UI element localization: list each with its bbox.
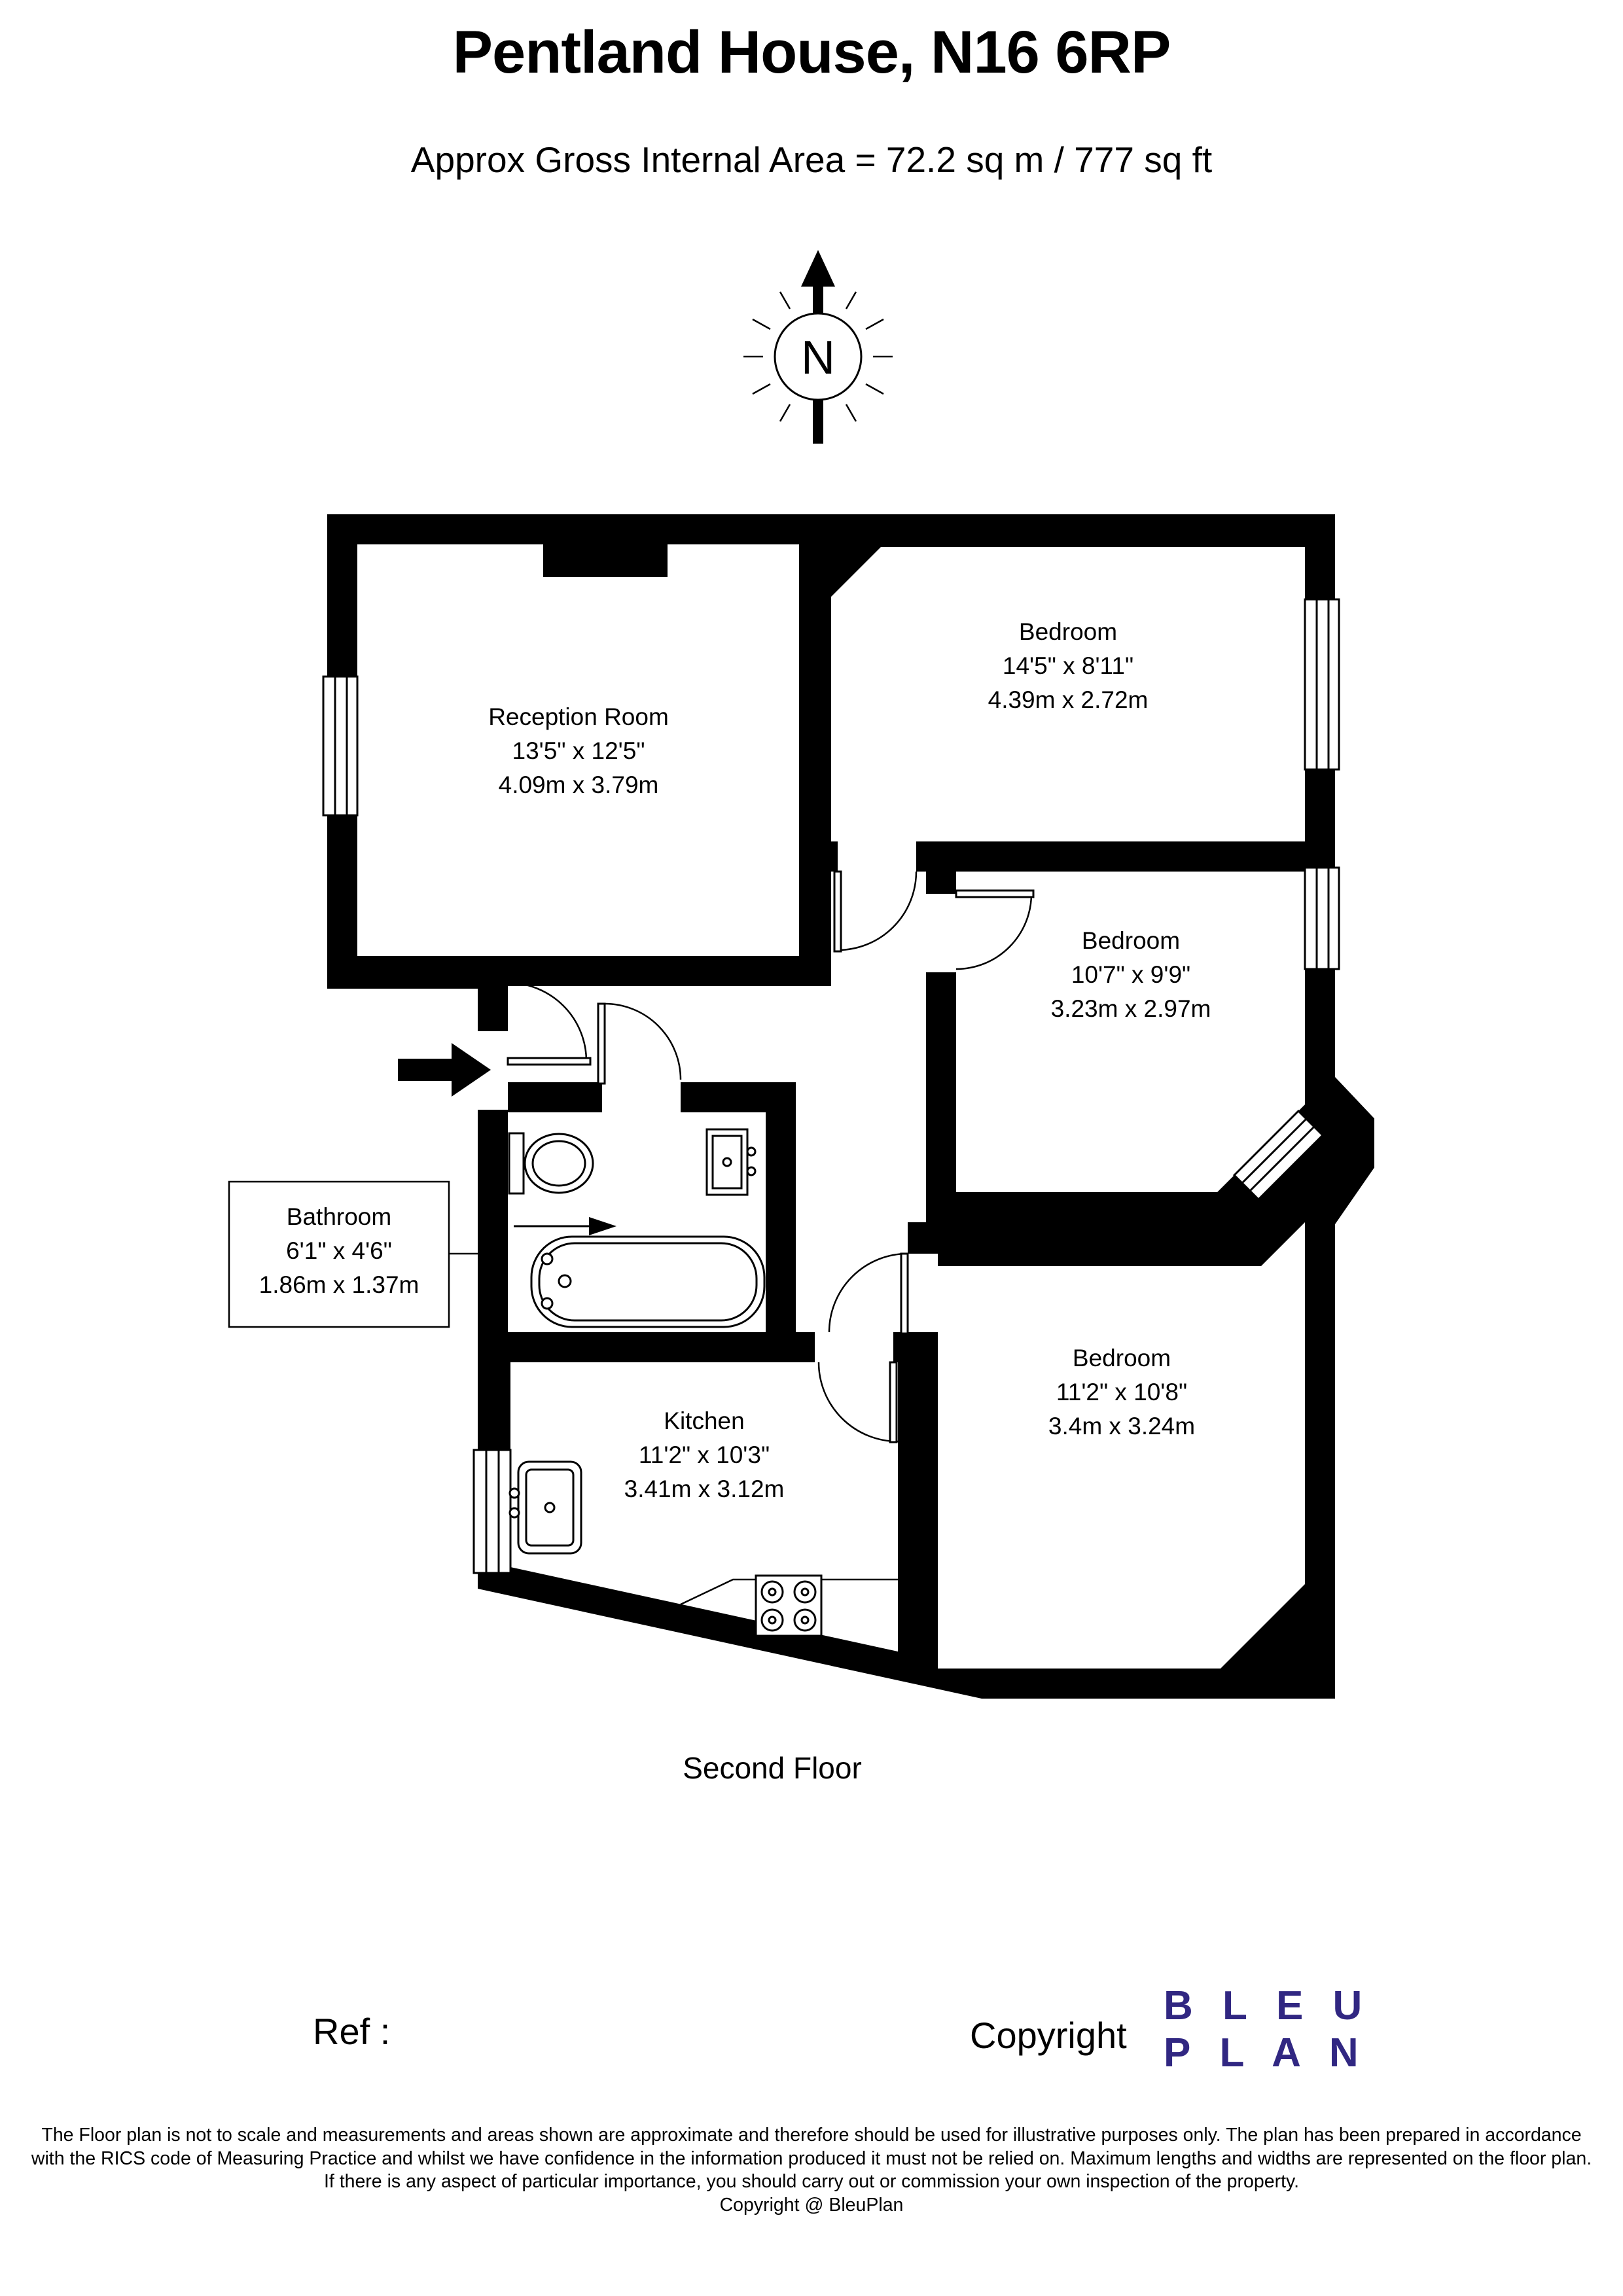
bathroom-callout: Bathroom 6'1" x 4'6" 1.86m x 1.37m	[228, 1180, 508, 1328]
label-bedroom-middle: Bedroom 10'7" x 9'9" 3.23m x 2.97m	[1051, 927, 1211, 1022]
window-diagonal-bay	[1232, 1109, 1325, 1201]
copyright-label: Copyright	[970, 2015, 1127, 2056]
opening-bedroom-top	[838, 841, 916, 872]
floor-label: Second Floor	[683, 1751, 862, 1785]
ref-label: Ref :	[313, 2011, 391, 2052]
window-bedroom-middle	[1304, 866, 1340, 970]
kitchen-counter	[680, 1578, 898, 1606]
opening-bedroom-middle	[926, 894, 956, 972]
kitchen-name: Kitchen	[664, 1407, 744, 1434]
floor-plan: Bathroom 6'1" x 4'6" 1.86m x 1.37m Recep…	[216, 501, 1394, 1810]
logo-line1: B L E U	[1164, 1983, 1372, 2028]
kitchen-size-imperial: 11'2" x 10'3"	[639, 1441, 770, 1468]
kitchen-sink-icon	[508, 1460, 582, 1555]
north-compass-icon: N	[728, 236, 908, 461]
door-bedroom-middle	[955, 889, 1035, 970]
toilet-icon	[508, 1132, 594, 1195]
door-bedroom-top	[833, 870, 918, 953]
door-bathroom	[597, 1002, 682, 1085]
entry-arrow-icon	[398, 1043, 491, 1097]
walls	[327, 514, 1394, 1699]
bedroom-bottom-size-imperial: 11'2" x 10'8"	[1056, 1379, 1187, 1405]
bedroom-middle-size-imperial: 10'7" x 9'9"	[1071, 961, 1190, 988]
opening-bedroom-bottom	[908, 1254, 938, 1332]
reception-name: Reception Room	[488, 703, 669, 730]
opening-kitchen	[815, 1332, 893, 1362]
kitchen-size-metric: 3.41m x 3.12m	[624, 1475, 785, 1502]
window-reception	[322, 675, 359, 817]
disclaimer-line3: If there is any aspect of particular imp…	[323, 2171, 1300, 2192]
logo-line2: P L A N	[1164, 2030, 1368, 2075]
bedroom-bottom-name: Bedroom	[1073, 1345, 1171, 1371]
disclaimer-line1: The Floor plan is not to scale and measu…	[41, 2125, 1582, 2146]
door-swing-arrow-icon	[514, 1217, 616, 1235]
bathroom-name: Bathroom	[287, 1203, 391, 1230]
label-bedroom-top: Bedroom 14'5" x 8'11" 4.39m x 2.72m	[988, 618, 1149, 713]
hob-icon	[755, 1574, 823, 1637]
bedroom-middle-name: Bedroom	[1082, 927, 1180, 954]
disclaimer-line4: Copyright @ BleuPlan	[719, 2194, 904, 2216]
disclaimer-text: The Floor plan is not to scale and measu…	[7, 2124, 1616, 2217]
chimney-breast	[543, 544, 668, 577]
label-kitchen: Kitchen 11'2" x 10'3" 3.41m x 3.12m	[624, 1407, 785, 1502]
label-reception: Reception Room 13'5" x 12'5" 4.09m x 3.7…	[488, 703, 669, 798]
bleuplan-logo: B L E U P L A N	[1164, 1983, 1371, 2077]
page-title: Pentland House, N16 6RP	[452, 19, 1171, 86]
bedroom-top-name: Bedroom	[1019, 618, 1117, 645]
opening-bathroom	[602, 1082, 681, 1112]
bathroom-size-metric: 1.86m x 1.37m	[259, 1271, 419, 1298]
bathroom-sink-icon	[705, 1128, 757, 1196]
bedroom-top-size-imperial: 14'5" x 8'11"	[1003, 652, 1133, 679]
bedroom-bottom-size-metric: 3.4m x 3.24m	[1048, 1413, 1195, 1439]
compass-north-label: N	[801, 332, 835, 384]
window-kitchen	[473, 1449, 512, 1574]
area-subtitle: Approx Gross Internal Area = 72.2 sq m /…	[410, 139, 1213, 180]
bathroom-size-imperial: 6'1" x 4'6"	[286, 1237, 392, 1264]
window-bedroom-top	[1304, 598, 1340, 771]
bedroom-top-size-metric: 4.39m x 2.72m	[988, 686, 1149, 713]
reception-size-metric: 4.09m x 3.79m	[499, 771, 659, 798]
bedroom-middle-size-metric: 3.23m x 2.97m	[1051, 995, 1211, 1022]
disclaimer-line2: with the RICS code of Measuring Practice…	[31, 2147, 1592, 2169]
reception-size-imperial: 13'5" x 12'5"	[512, 737, 645, 764]
door-kitchen	[817, 1361, 899, 1443]
label-bedroom-bottom: Bedroom 11'2" x 10'8" 3.4m x 3.24m	[1048, 1345, 1195, 1439]
door-bedroom-bottom	[828, 1252, 909, 1335]
bathtub-icon	[530, 1235, 766, 1328]
door-entrance	[507, 981, 592, 1066]
